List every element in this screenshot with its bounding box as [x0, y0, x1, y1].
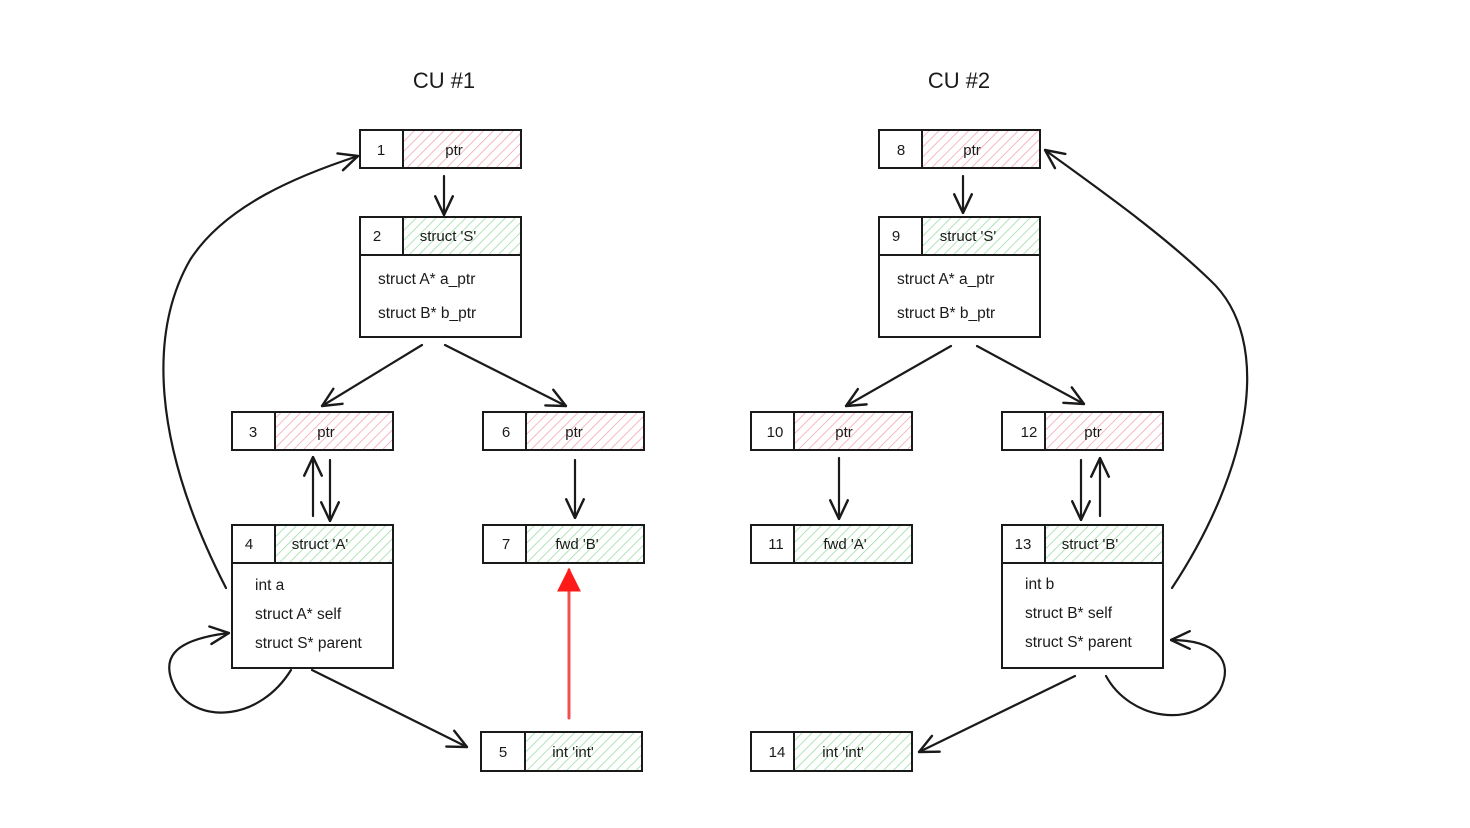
- node-11-tag: fwd 'A': [823, 536, 866, 553]
- node-8: 8 ptr: [878, 129, 1041, 169]
- node-2-member-1: struct B* b_ptr: [378, 305, 476, 322]
- node-5-tag: int 'int': [552, 744, 594, 761]
- node-10-tag-hatch: [795, 413, 911, 449]
- node-4-member-1: struct A* self: [255, 606, 342, 623]
- node-4-tag-hatch: [276, 526, 392, 562]
- node-7-tag: fwd 'B': [555, 536, 598, 553]
- node-11-number: 11: [768, 536, 784, 553]
- node-14: 14 int 'int': [750, 731, 913, 772]
- node-13-member-1: struct B* self: [1025, 605, 1113, 622]
- node-9-member-0: struct A* a_ptr: [897, 271, 994, 288]
- node-4-member-2: struct S* parent: [255, 635, 363, 652]
- node-12-tag: ptr: [1084, 424, 1102, 441]
- node-9-number: 9: [892, 228, 900, 245]
- node-7-number: 7: [502, 536, 510, 553]
- node-10-tag: ptr: [835, 424, 853, 441]
- node-11: 11 fwd 'A': [750, 524, 913, 564]
- node-9-member-1: struct B* b_ptr: [897, 305, 995, 322]
- node-4-member-0: int a: [255, 577, 285, 594]
- edge-13-to-14: [919, 674, 1077, 752]
- node-9-tag-hatch: [923, 218, 1039, 254]
- node-6-tag: ptr: [565, 424, 583, 441]
- node-9: 9 struct 'S' struct A* a_ptr struct B* b…: [878, 216, 1041, 338]
- node-4: 4 struct 'A' int a struct A* self struct…: [231, 524, 394, 669]
- node-13-member-2: struct S* parent: [1025, 634, 1133, 651]
- edge-13-to-8: [1045, 150, 1249, 590]
- node-2-number: 2: [373, 228, 381, 245]
- edges-layer: [162, 150, 1249, 752]
- node-8-tag-hatch: [923, 131, 1039, 167]
- edge-9-to-10: [846, 344, 953, 406]
- node-6: 6 ptr: [482, 411, 645, 451]
- node-3-tag-hatch: [276, 413, 392, 449]
- node-7: 7 fwd 'B': [482, 524, 645, 564]
- node-14-number: 14: [769, 744, 786, 761]
- node-13: 13 struct 'B' int b struct B* self struc…: [1001, 524, 1164, 669]
- node-6-tag-hatch: [527, 413, 643, 449]
- node-1-tag: ptr: [445, 142, 463, 159]
- cluster-title-cu1: CU #1: [413, 68, 475, 93]
- edge-4-to-1: [162, 156, 358, 590]
- node-4-number: 4: [245, 536, 253, 553]
- node-7-tag-hatch: [527, 526, 643, 562]
- node-10: 10 ptr: [750, 411, 913, 451]
- node-13-tag-hatch: [1046, 526, 1162, 562]
- node-12-number: 12: [1021, 424, 1038, 441]
- edge-2-to-6: [443, 343, 566, 406]
- node-8-tag: ptr: [963, 142, 981, 159]
- node-11-tag-hatch: [795, 526, 911, 562]
- node-2: 2 struct 'S' struct A* a_ptr struct B* b…: [359, 216, 522, 338]
- node-10-number: 10: [767, 424, 784, 441]
- edge-13-self: [1104, 640, 1226, 717]
- node-14-tag-hatch: [795, 733, 911, 770]
- node-13-member-0: int b: [1025, 576, 1054, 593]
- node-1-tag-hatch: [404, 131, 520, 167]
- node-6-number: 6: [502, 424, 510, 441]
- edge-4-self: [168, 633, 293, 714]
- node-9-tag: struct 'S': [940, 228, 997, 245]
- node-13-tag: struct 'B': [1062, 536, 1119, 553]
- node-2-tag-hatch: [404, 218, 520, 254]
- node-5-number: 5: [499, 744, 507, 761]
- edge-2-to-3: [322, 343, 424, 406]
- node-5-tag-hatch: [526, 733, 641, 770]
- node-4-tag: struct 'A': [292, 536, 349, 553]
- edge-9-to-12: [975, 344, 1084, 404]
- node-2-member-0: struct A* a_ptr: [378, 271, 475, 288]
- node-2-tag: struct 'S': [420, 228, 477, 245]
- cluster-title-cu2: CU #2: [928, 68, 990, 93]
- edge-4-to-5: [310, 668, 467, 747]
- node-1-number: 1: [377, 142, 385, 159]
- node-3: 3 ptr: [231, 411, 394, 451]
- node-12: 12 ptr: [1001, 411, 1164, 451]
- node-3-number: 3: [249, 424, 257, 441]
- node-1: 1 ptr: [359, 129, 522, 169]
- node-13-number: 13: [1015, 536, 1032, 553]
- node-12-tag-hatch: [1046, 413, 1162, 449]
- node-8-number: 8: [897, 142, 905, 159]
- node-5: 5 int 'int': [480, 731, 643, 772]
- node-3-tag: ptr: [317, 424, 335, 441]
- node-14-tag: int 'int': [822, 744, 864, 761]
